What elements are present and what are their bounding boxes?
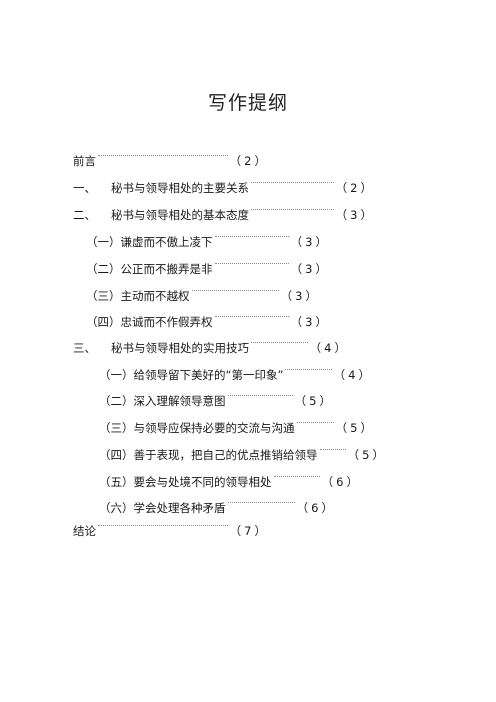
toc-label: 前言 (73, 154, 96, 168)
toc-page-number: （3） (335, 208, 375, 222)
toc-label: （三）主动而不越权 (86, 289, 190, 303)
toc-leader-dots (98, 525, 228, 526)
toc-page-number: （5） (347, 448, 387, 462)
toc-leader-dots (227, 395, 293, 396)
toc-page-number: （3） (290, 262, 330, 276)
toc-leader-dots (214, 236, 289, 237)
toc-label: （二）深入理解领导意图 (99, 394, 226, 408)
toc-label: 秘书与领导相处的实用技巧 (111, 341, 249, 355)
toc-leader-dots (214, 316, 289, 317)
toc-leader-dots (285, 369, 332, 370)
toc-entry-conclusion: 结论 （7） (73, 522, 269, 540)
toc-leader-dots (98, 155, 228, 156)
toc-entry-subsection: （一）谦虚而不傲上凌下 （3） (86, 233, 330, 251)
toc-page-number: （5） (294, 394, 334, 408)
toc-page-number: （4） (333, 368, 373, 382)
toc-entry-subsection: （四）忠诚而不作假弄权 （3） (86, 313, 330, 331)
toc-section-number: 二、 (73, 208, 96, 222)
toc-page-number: （2） (335, 181, 375, 195)
toc-page-number: （5） (335, 421, 375, 435)
toc-label: 秘书与领导相处的基本态度 (111, 208, 249, 222)
toc-label: （四）善于表现，把自己的优点推销给领导 (99, 448, 318, 462)
toc-label: 秘书与领导相处的主要关系 (111, 181, 249, 195)
toc-label: （四）忠诚而不作假弄权 (86, 315, 213, 329)
toc-label: （五）要会与处境不同的领导相处 (99, 475, 272, 489)
toc-leader-dots (251, 182, 334, 183)
toc-page-number: （3） (290, 235, 330, 249)
toc-leader-dots (251, 209, 334, 210)
toc-page-number: （6） (296, 501, 336, 515)
toc-page-number: （3） (290, 315, 330, 329)
toc-entry-section-2: 二、 秘书与领导相处的基本态度 （3） (73, 206, 375, 224)
toc-entry-subsection: （二）深入理解领导意图 （5） (99, 392, 334, 410)
toc-page-number: （7） (229, 524, 269, 538)
toc-leader-dots (296, 422, 334, 423)
toc-label: （三）与领导应保持必要的交流与沟通 (99, 421, 295, 435)
toc-entry-preface: 前言 （2） (73, 152, 269, 170)
toc-leader-dots (319, 449, 346, 450)
toc-entry-subsection: （五）要会与处境不同的领导相处 （6） (99, 473, 361, 491)
toc-section-number: 三、 (73, 341, 96, 355)
toc-label: （六）学会处理各种矛盾 (99, 501, 226, 515)
toc-leader-dots (251, 342, 308, 343)
toc-entry-section-1: 一、 秘书与领导相处的主要关系 （2） (73, 179, 375, 197)
toc-leader-dots (214, 263, 289, 264)
toc-label: （二）公正而不搬弄是非 (86, 262, 213, 276)
toc-entry-subsection: （二）公正而不搬弄是非 （3） (86, 260, 330, 278)
toc-section-number: 一、 (73, 181, 96, 195)
toc-page-number: （6） (321, 475, 361, 489)
toc-entry-section-3: 三、 秘书与领导相处的实用技巧 （4） (73, 339, 349, 357)
toc-entry-subsection: （六）学会处理各种矛盾 （6） (99, 499, 336, 517)
toc-page-number: （4） (309, 341, 349, 355)
toc-label: 结论 (73, 524, 96, 538)
toc-leader-dots (227, 502, 295, 503)
toc-page-number: （2） (229, 154, 269, 168)
toc-entry-subsection: （三）与领导应保持必要的交流与沟通 （5） (99, 419, 375, 437)
toc-label: （一）谦虚而不傲上凌下 (86, 235, 213, 249)
toc-entry-subsection: （三）主动而不越权 （3） (86, 287, 320, 305)
toc-entry-subsection: （四）善于表现，把自己的优点推销给领导 （5） (99, 446, 387, 464)
page-title: 写作提纲 (207, 92, 288, 114)
toc-entry-subsection: （一）给领导留下美好的“第一印象” （4） (99, 366, 373, 384)
toc-leader-dots (191, 290, 279, 291)
toc-label: （一）给领导留下美好的“第一印象” (99, 368, 284, 382)
toc-leader-dots (273, 476, 320, 477)
toc-page-number: （3） (280, 289, 320, 303)
